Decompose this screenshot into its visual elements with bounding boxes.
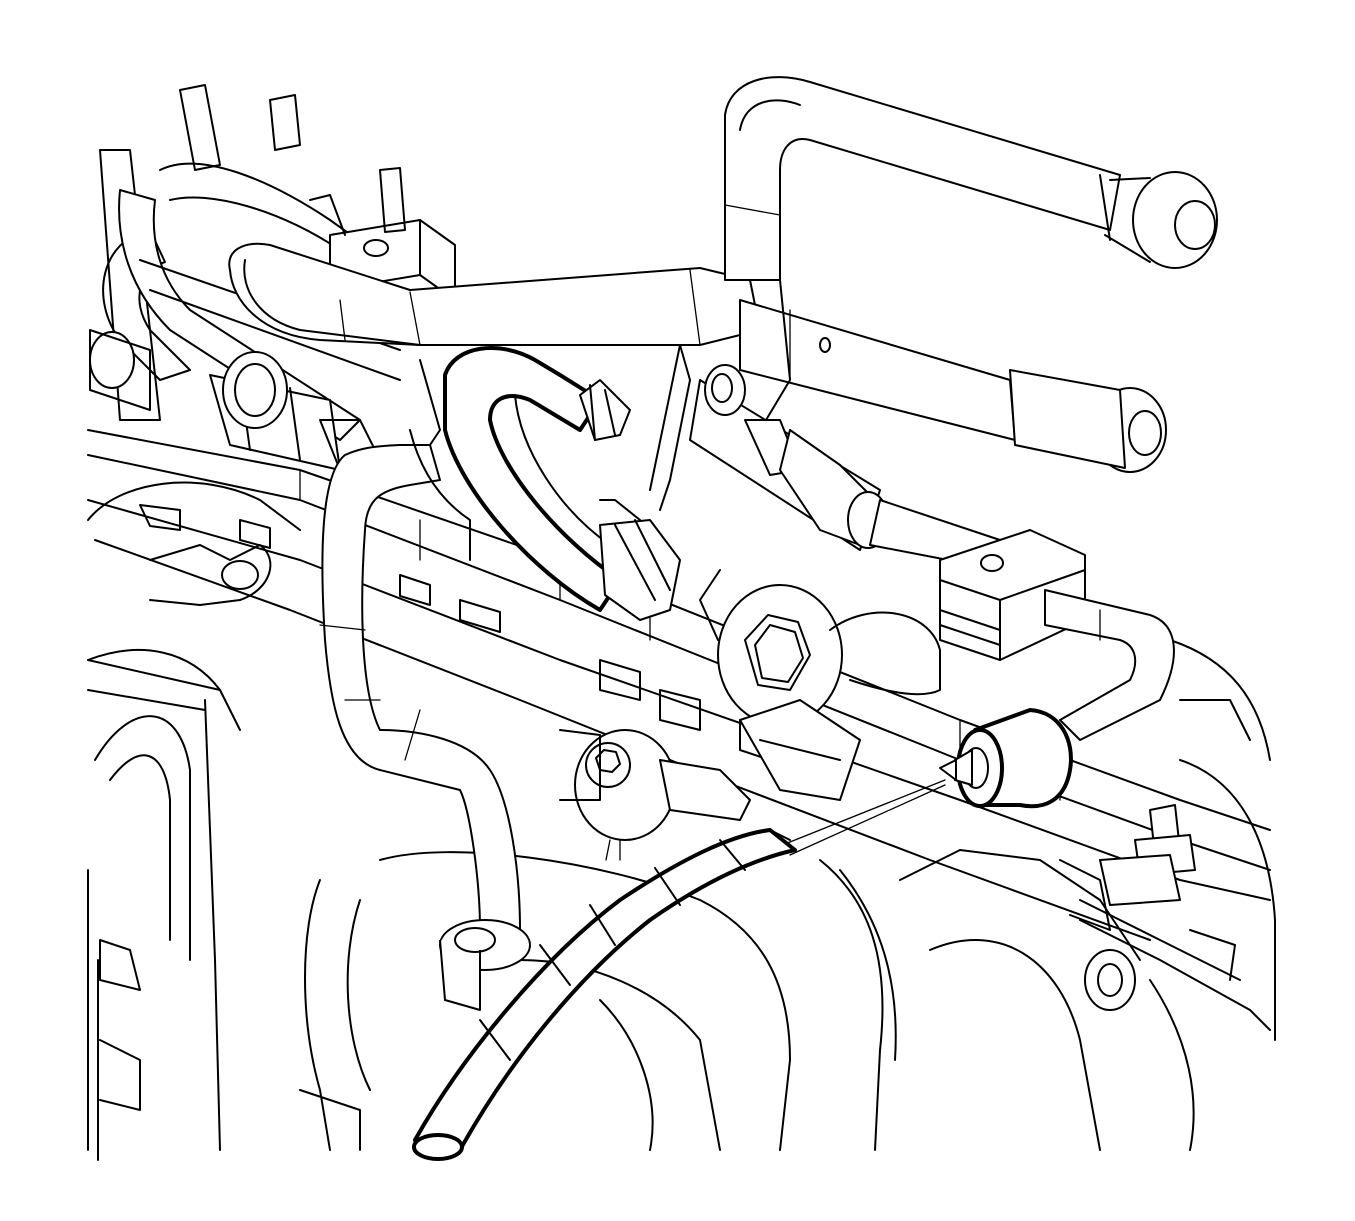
evap-hose-foreground <box>412 828 797 1161</box>
tool-line <box>769 779 946 856</box>
quick-connect-fitting <box>939 708 1073 809</box>
evap-purge-tube-upper <box>228 76 1218 473</box>
intake-manifold <box>87 481 1276 1161</box>
purge-hose-highlighted <box>443 346 681 621</box>
fuel-rail-bracket-bolt <box>699 569 941 726</box>
vacuum-hose-loop <box>319 359 531 1011</box>
sensor-connector <box>559 699 861 861</box>
evap-purge-tube-lower <box>89 84 411 471</box>
sensor-connector <box>1059 804 1271 1031</box>
pipe-retaining-clip <box>939 529 1175 741</box>
engine-head-outline <box>87 544 272 991</box>
